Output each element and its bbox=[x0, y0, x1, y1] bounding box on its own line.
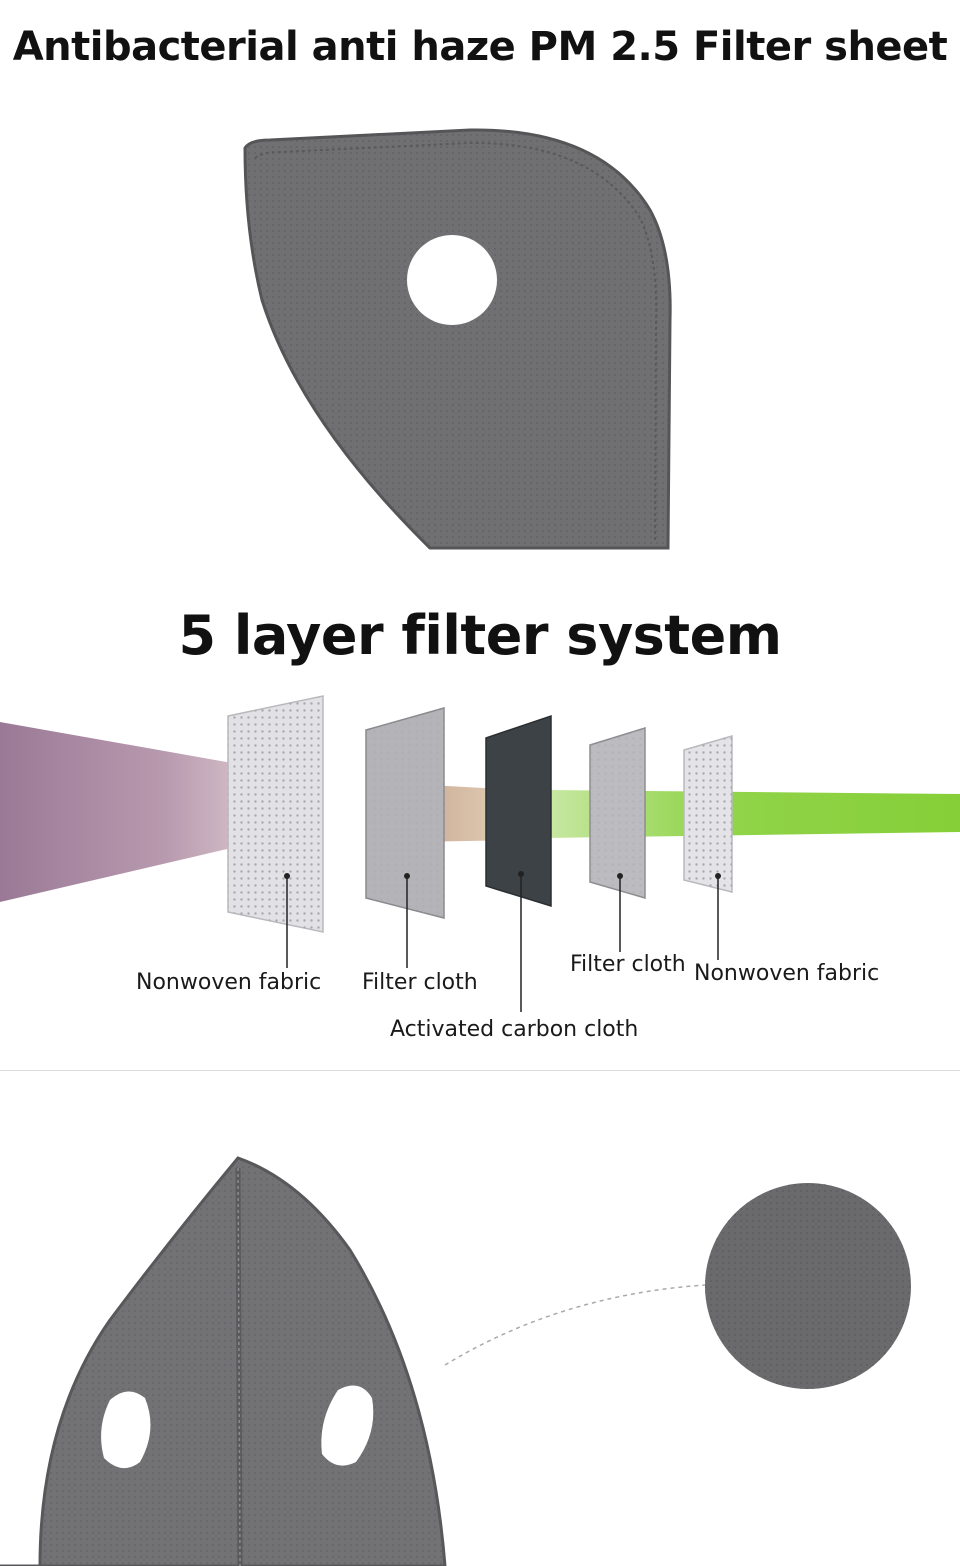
label-filter-cloth-2: Filter cloth bbox=[570, 952, 686, 977]
section-divider bbox=[0, 1070, 960, 1071]
label-activated-carbon-cloth: Activated carbon cloth bbox=[390, 1017, 639, 1042]
layer-section-title: 5 layer filter system bbox=[178, 604, 783, 667]
valve-hole bbox=[407, 235, 497, 325]
mask-hole-right bbox=[321, 1385, 374, 1466]
label-nonwoven-fabric-1: Nonwoven fabric bbox=[136, 970, 322, 995]
airflow-clean bbox=[545, 790, 960, 838]
label-nonwoven-fabric-2: Nonwoven fabric bbox=[694, 961, 880, 986]
airflow-dirty bbox=[0, 722, 300, 902]
zoom-connector bbox=[444, 1284, 706, 1366]
page-title: Antibacterial anti haze PM 2.5 Filter sh… bbox=[12, 24, 948, 70]
mask-hole-left bbox=[101, 1391, 151, 1469]
label-filter-cloth-1: Filter cloth bbox=[362, 970, 478, 995]
layer-carbon bbox=[485, 714, 552, 908]
